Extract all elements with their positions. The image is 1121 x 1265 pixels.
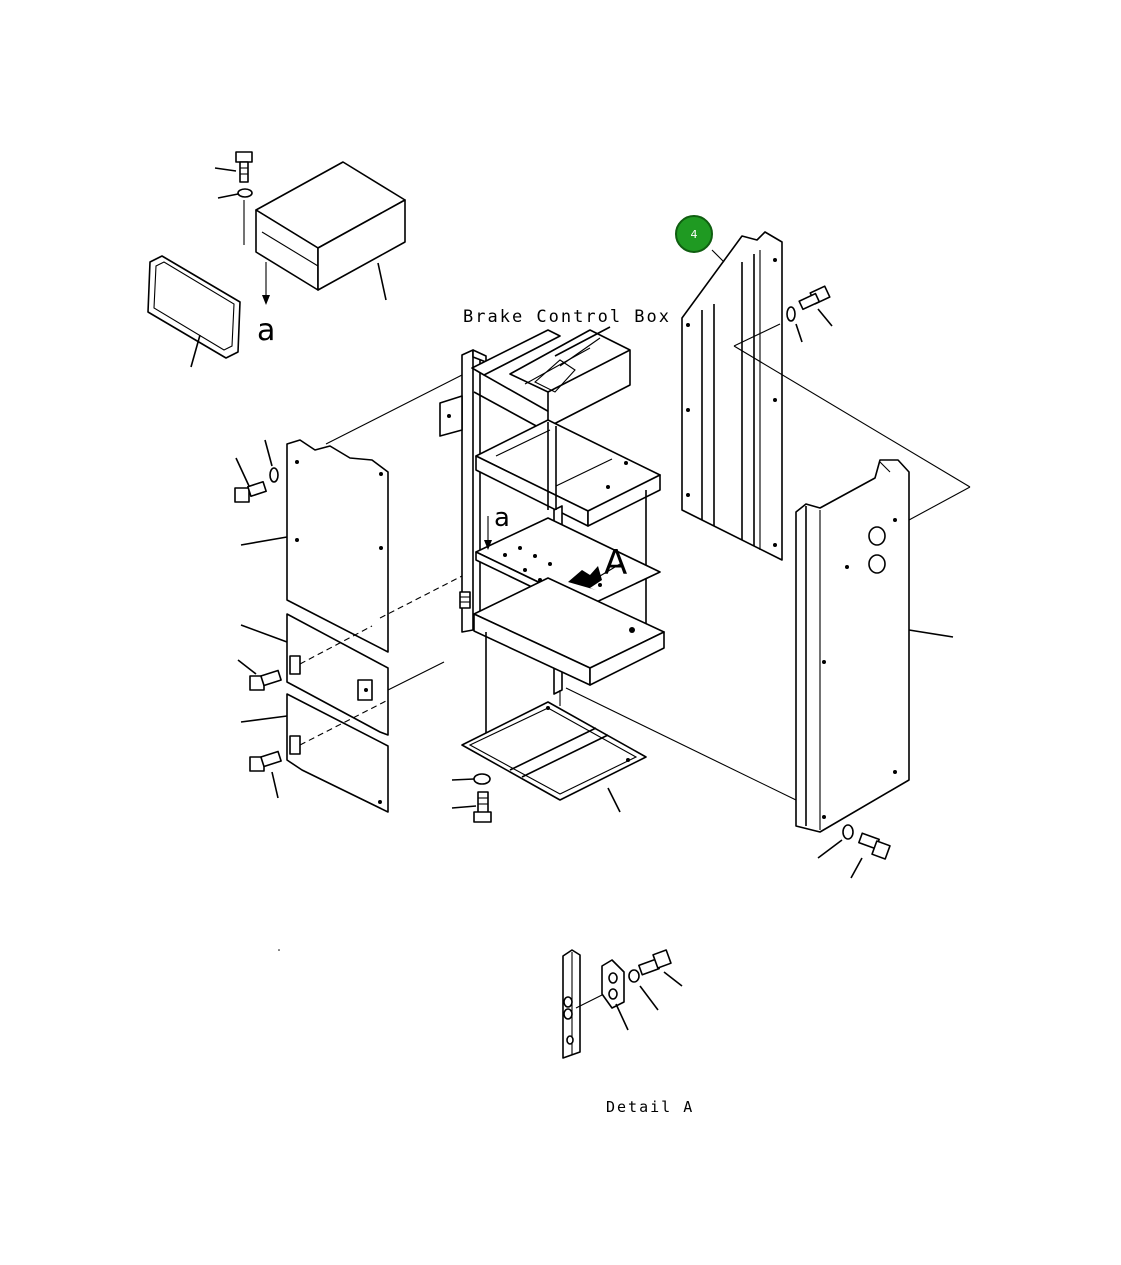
left-middle-bolt — [237, 659, 282, 691]
right-side-cover — [565, 459, 971, 833]
detail-a-label: Detail A — [606, 1098, 695, 1116]
right-tall-panel — [681, 231, 971, 561]
bolt-top-left — [214, 151, 253, 183]
left-large-panel — [240, 374, 463, 653]
callout-badge-4[interactable]: 4 — [675, 215, 713, 253]
arrow-down-a-top — [262, 262, 270, 305]
detail-a-washer — [628, 969, 659, 1011]
callout-number: 4 — [690, 227, 698, 241]
right-cover-bolt — [850, 832, 891, 879]
left-upper-washer — [264, 439, 279, 483]
central-frame — [439, 326, 665, 740]
left-lower-bolt — [249, 750, 282, 799]
detail-a-bracket — [601, 959, 629, 1031]
reference-a-top: a — [257, 313, 276, 348]
reference-detail-a: A — [604, 543, 628, 583]
right-cover-washer — [817, 824, 854, 859]
washer-top-left — [217, 188, 253, 245]
top-cover-box — [255, 161, 406, 301]
right-panel-bolt — [798, 285, 833, 327]
detail-a-bolt — [638, 949, 683, 987]
left-middle-panel — [240, 613, 445, 736]
right-panel-washer — [786, 306, 803, 343]
washer-bottom-center — [451, 773, 491, 785]
gasket-top-left — [147, 255, 241, 368]
left-upper-bolt — [234, 457, 267, 503]
left-lower-panel — [240, 693, 389, 813]
brake-control-box-label: Brake Control Box — [463, 307, 671, 327]
detail-a-drawing — [562, 949, 605, 1059]
bottom-tray — [461, 701, 647, 813]
reference-a-frame: a — [494, 503, 510, 533]
bolt-bottom-center — [451, 791, 492, 823]
